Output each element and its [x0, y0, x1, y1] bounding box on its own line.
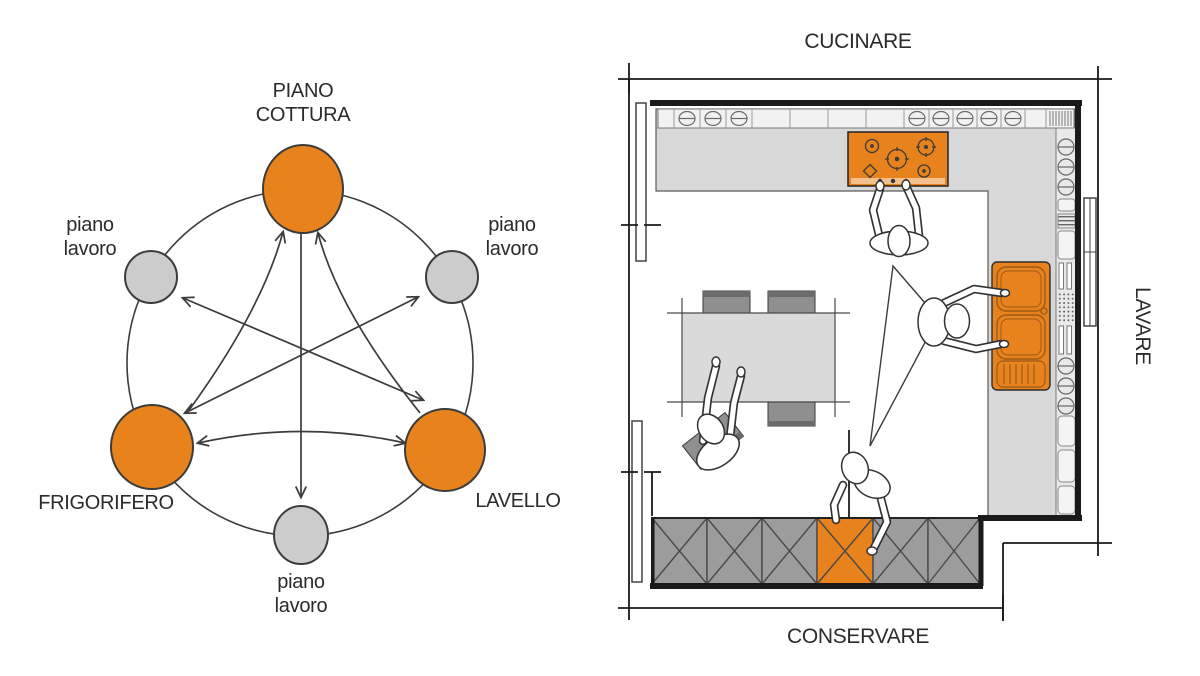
chair — [702, 290, 751, 315]
relation-arrows — [183, 232, 423, 497]
dining-table-group — [667, 290, 850, 471]
label-worktop-right-line2: lavoro — [486, 238, 539, 260]
panel-plain — [1057, 230, 1076, 260]
work-triangle-outline — [869, 264, 939, 447]
person-head — [696, 413, 726, 445]
panel-dot-grid — [1058, 293, 1075, 322]
node-cooktop — [262, 144, 344, 234]
zone-label-lavare: LAVARE — [1131, 287, 1154, 365]
panel-plain — [1057, 198, 1076, 212]
node-sink — [404, 408, 486, 492]
panel-slat — [1058, 325, 1064, 355]
panel-slat — [1066, 325, 1072, 355]
sink-unit — [991, 261, 1051, 391]
door-panel-top-left — [635, 102, 647, 262]
cooktop-unit — [847, 131, 949, 187]
wall-cabinet-row — [657, 108, 1075, 129]
arrow-sink-to-cooktop — [318, 233, 421, 414]
arrow-fridge-sink — [198, 430, 405, 444]
label-worktop-bottom-line1: piano — [277, 571, 325, 593]
faucet-icon — [1040, 307, 1048, 315]
storage-cells — [651, 517, 981, 585]
sink-basin — [996, 314, 1046, 360]
table-edge-lines — [667, 298, 850, 417]
label-cooktop-line2: COTTURA — [256, 104, 352, 126]
label-worktop-left-line1: piano — [66, 214, 114, 236]
panel-hatch-vent — [1057, 213, 1076, 229]
storage-cabinets — [651, 517, 981, 585]
zone-label-conservare: CONSERVARE — [787, 625, 929, 648]
label-worktop-right-line1: piano — [488, 214, 536, 236]
node-worktop-right — [425, 250, 479, 304]
panel-plain — [1057, 485, 1076, 515]
storage-cell-diagonal — [651, 517, 708, 585]
arrow-worktopright-fridge — [185, 297, 418, 413]
panel-plain — [1057, 449, 1076, 483]
label-cooktop-line1: PIANO — [273, 80, 334, 102]
appliance-column — [1055, 127, 1077, 519]
walls — [650, 100, 1082, 589]
panel-slat — [1058, 262, 1064, 290]
arrow-fridge-to-cooktop — [186, 232, 283, 414]
person-at-storage — [829, 430, 892, 556]
cabinet-vent-slats — [1049, 111, 1072, 126]
node-worktop-bottom — [273, 505, 329, 565]
kitchen-floor-plan: CUCINARE LAVARE CONSERVARE — [618, 30, 1154, 648]
burner-icons — [862, 137, 936, 179]
panel-plain — [1057, 415, 1076, 447]
storage-cell-diagonal — [872, 517, 929, 585]
dining-table — [682, 313, 835, 402]
label-worktop-left-line2: lavoro — [64, 238, 117, 260]
storage-cell-diagonal — [706, 517, 763, 585]
cabinet-knob-icons — [678, 110, 1022, 127]
label-worktop-bottom-line2: lavoro — [275, 595, 328, 617]
dimension-lines — [618, 63, 1112, 621]
zone-label-cucinare: CUCINARE — [804, 30, 912, 53]
person-head — [887, 224, 911, 258]
node-worktop-left — [124, 250, 178, 304]
storage-cell-diagonal — [816, 517, 874, 585]
storage-cell-diagonal — [761, 517, 818, 585]
person-seated-at-table — [696, 356, 746, 471]
appliance-knob-icons — [1057, 138, 1075, 415]
chair — [767, 401, 816, 427]
door-panel-bottom-left — [631, 420, 643, 583]
relation-labels: PIANO COTTURA piano lavoro piano lavoro … — [38, 80, 561, 617]
chair — [767, 290, 816, 315]
person-at-sink — [917, 284, 1011, 354]
sink-drainboard — [996, 360, 1046, 388]
node-fridge — [110, 404, 194, 490]
label-sink: LAVELLO — [475, 490, 560, 512]
work-triangle-relation-diagram: PIANO COTTURA piano lavoro piano lavoro … — [38, 80, 561, 617]
counters — [655, 108, 1077, 519]
storage-cell-diagonal — [927, 517, 981, 585]
person-head — [840, 451, 870, 485]
window-right-wall — [1083, 197, 1097, 327]
panel-slat — [1066, 262, 1072, 290]
person-head — [943, 303, 971, 339]
person-at-cooktop — [868, 179, 929, 258]
label-fridge: FRIGORIFERO — [38, 492, 174, 514]
relation-nodes — [110, 144, 486, 565]
